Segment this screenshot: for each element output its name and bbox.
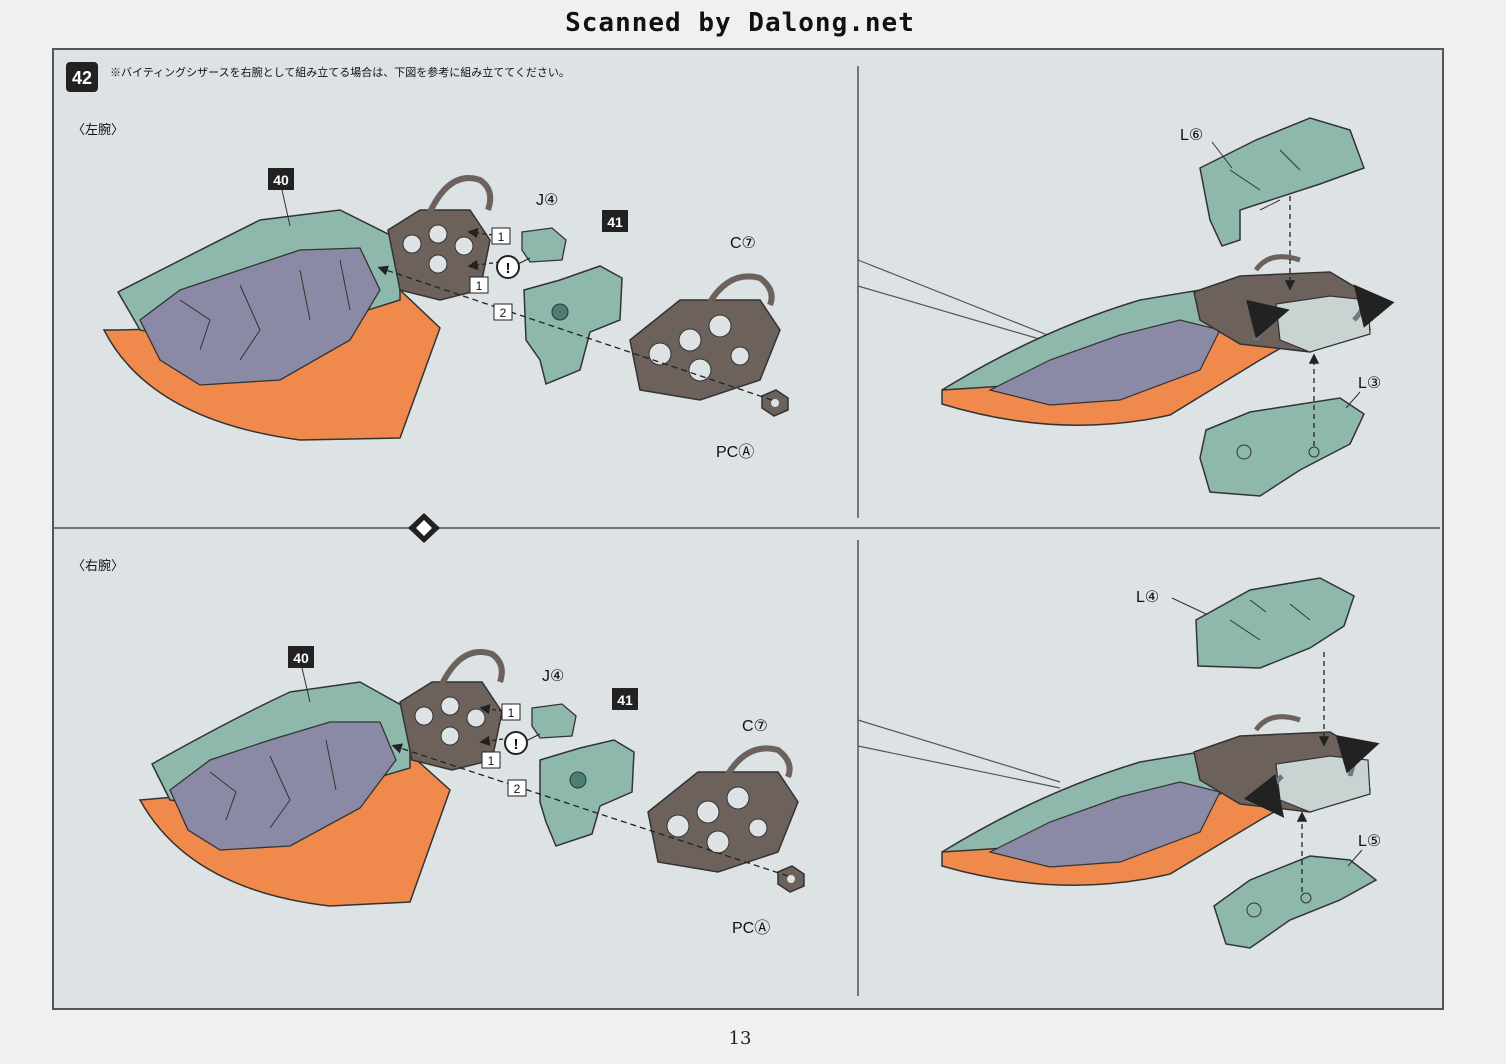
caution-icon: ! [496,255,520,279]
svg-text:2: 2 [514,782,521,796]
step-badge-41: 41 [602,210,628,232]
svg-text:41: 41 [607,214,623,230]
step-tag-1: 1 [481,751,501,769]
svg-text:PCⒶ: PCⒶ [732,919,770,937]
svg-text:L⑤: L⑤ [1358,833,1381,850]
part-pca-nut: PCⒶ [732,865,805,937]
part-pca-nut: PCⒶ [716,389,789,461]
svg-text:L⑥: L⑥ [1180,127,1203,144]
assembled-claw-left [941,254,1371,426]
right-arm-claw [138,681,451,907]
part-j4: J④ [521,192,567,263]
step-badge-40: 40 [288,646,314,703]
left-arm-claw [102,209,441,441]
section-label-left-arm: 〈左腕〉 [72,122,124,137]
callout-line [857,259,1061,341]
part-c7: C⑦ [629,235,781,401]
svg-text:2: 2 [500,306,507,320]
swap-diamond-icon [408,513,440,543]
assembled-claw-right [941,714,1371,887]
callout-line [857,285,1061,346]
caution-icon: ! [504,731,528,755]
svg-text:PCⒶ: PCⒶ [716,443,754,461]
svg-text:1: 1 [498,230,505,244]
step-tag-1: 1 [491,227,511,245]
hex-frame-part [387,175,494,301]
svg-text:!: ! [506,260,511,277]
step-badge: 42 [66,62,98,92]
step-note: ※バイティングシザースを右腕として組み立てる場合は、下図を参考に組み立ててくださ… [110,65,570,79]
svg-text:41: 41 [617,692,633,708]
svg-text:L④: L④ [1136,589,1159,606]
part-j4: J④ [531,668,577,739]
armor-part-l6: L⑥ [1180,117,1365,247]
callout-line [857,719,1061,783]
part-41 [523,265,623,386]
step-tag-1: 1 [469,276,489,294]
part-c7: C⑦ [647,718,799,873]
callout-line [857,745,1061,789]
svg-text:1: 1 [476,279,483,293]
step-tag-1: 1 [501,703,521,721]
svg-text:40: 40 [273,172,289,188]
step-number: 42 [72,68,92,88]
hex-frame-part [399,649,505,771]
step-badge-41: 41 [612,688,638,710]
svg-text:1: 1 [488,754,495,768]
svg-text:!: ! [514,736,519,753]
svg-text:1: 1 [508,706,515,720]
svg-text:C⑦: C⑦ [730,235,756,252]
svg-text:C⑦: C⑦ [742,718,768,735]
step-tag-2: 2 [507,779,527,797]
armor-part-l5: L⑤ [1213,833,1381,949]
armor-part-l3: L③ [1199,375,1381,497]
step-tag-2: 2 [493,303,513,321]
section-label-right-arm: 〈右腕〉 [72,558,124,573]
step-badge-40: 40 [268,168,294,227]
armor-part-l4: L④ [1136,577,1355,669]
armor-arrows-right [1243,652,1380,892]
scan-watermark: Scanned by Dalong.net [565,8,915,38]
page-number: 13 [728,1028,752,1049]
armor-arrows-left [1246,196,1395,446]
svg-text:40: 40 [293,650,309,666]
svg-text:J④: J④ [542,668,564,685]
svg-text:J④: J④ [536,192,558,209]
part-41-mirrored [539,739,635,847]
svg-text:L③: L③ [1358,375,1381,392]
